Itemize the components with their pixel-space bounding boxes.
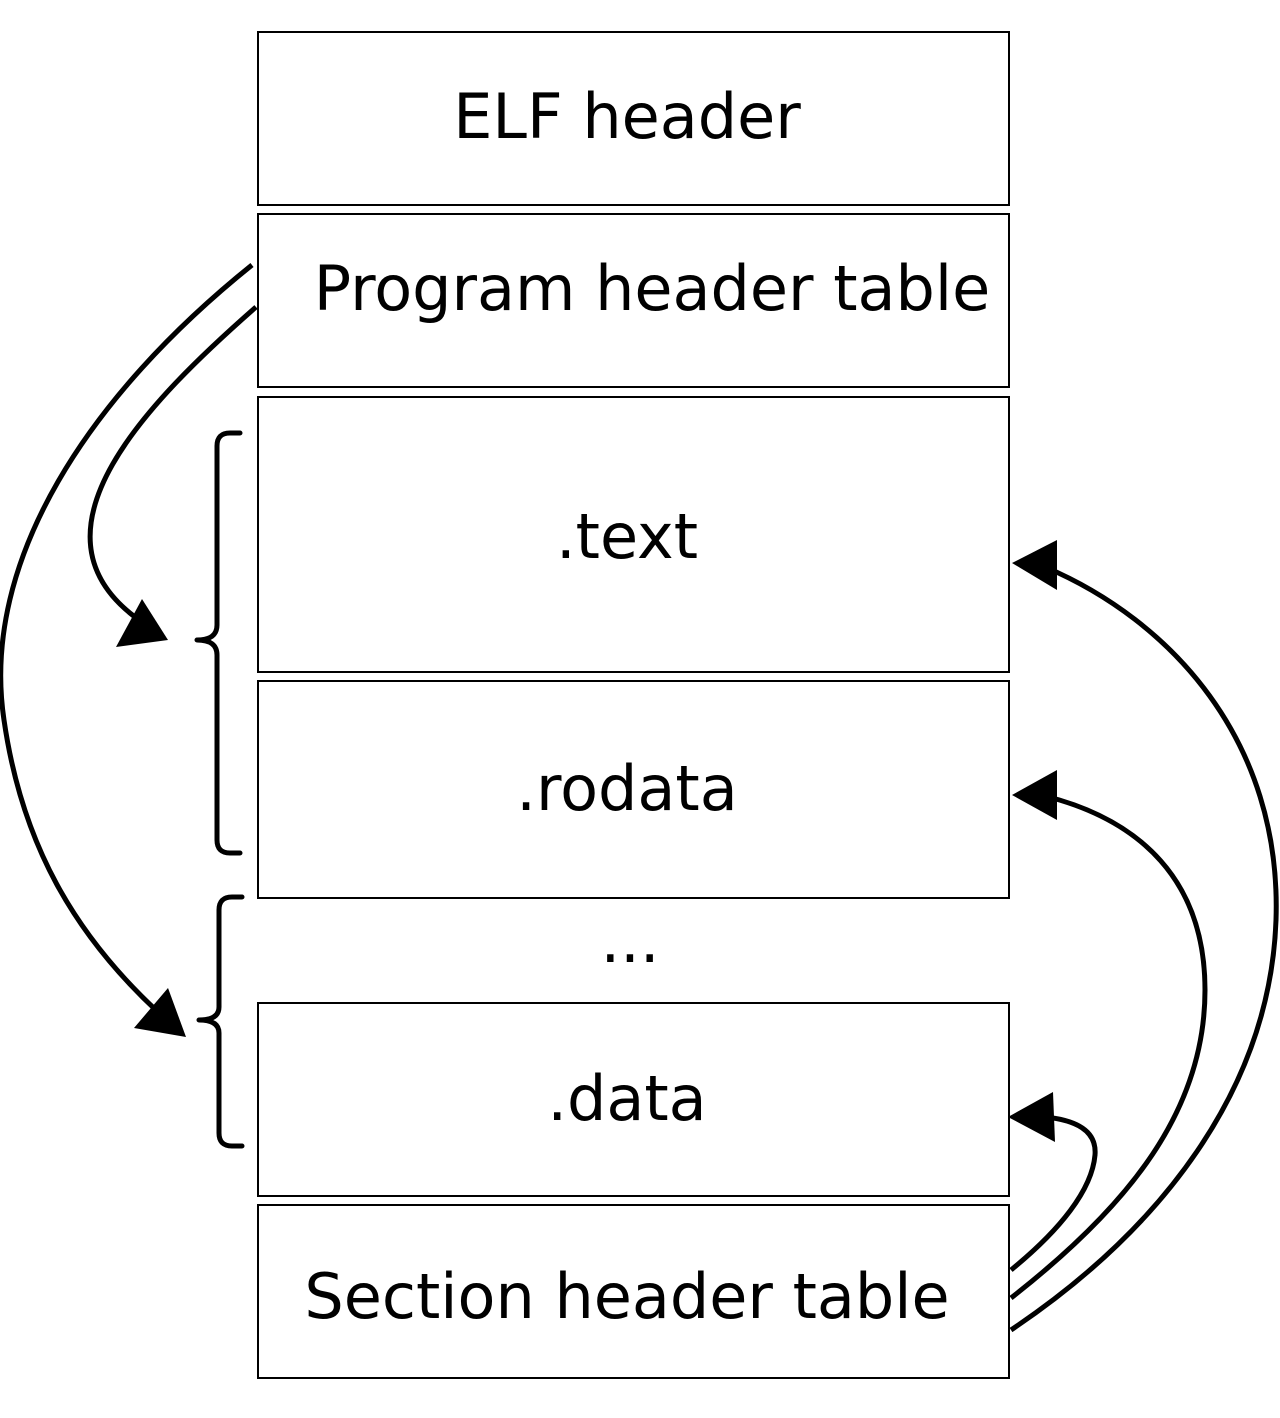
arrowhead-to-upper-brace xyxy=(116,599,168,647)
elf-header-label: ELF header xyxy=(453,80,801,153)
data-section-block: .data xyxy=(257,1002,1010,1197)
text-section-block: .text xyxy=(257,396,1010,673)
section-header-arrow-to-data xyxy=(1009,1114,1098,1272)
arrowhead-to-lower-brace xyxy=(134,988,186,1037)
program-header-arrow-outer xyxy=(0,263,254,1014)
ellipsis-label: ... xyxy=(600,904,659,977)
rodata-section-block: .rodata xyxy=(257,680,1010,899)
arrowhead-to-rodata xyxy=(1012,770,1057,820)
elf-header-block: ELF header xyxy=(257,31,1010,206)
data-section-label: .data xyxy=(547,1062,706,1135)
arrowhead-to-text xyxy=(1012,540,1057,590)
section-header-table-block: Section header table xyxy=(257,1204,1010,1379)
program-header-arrow-inner xyxy=(87,305,258,619)
arrowhead-to-data xyxy=(1008,1092,1055,1142)
segment-brace-upper xyxy=(194,430,243,856)
rodata-section-label: .rodata xyxy=(516,752,737,825)
program-header-table-label: Program header table xyxy=(314,252,990,325)
text-section-label: .text xyxy=(556,500,698,573)
section-header-arrow-to-rodata xyxy=(1009,793,1208,1300)
section-header-arrow-to-text xyxy=(1009,564,1279,1333)
segment-brace-lower xyxy=(196,894,245,1149)
program-header-table-block: Program header table xyxy=(257,213,1010,388)
section-header-table-label: Section header table xyxy=(304,1260,949,1333)
